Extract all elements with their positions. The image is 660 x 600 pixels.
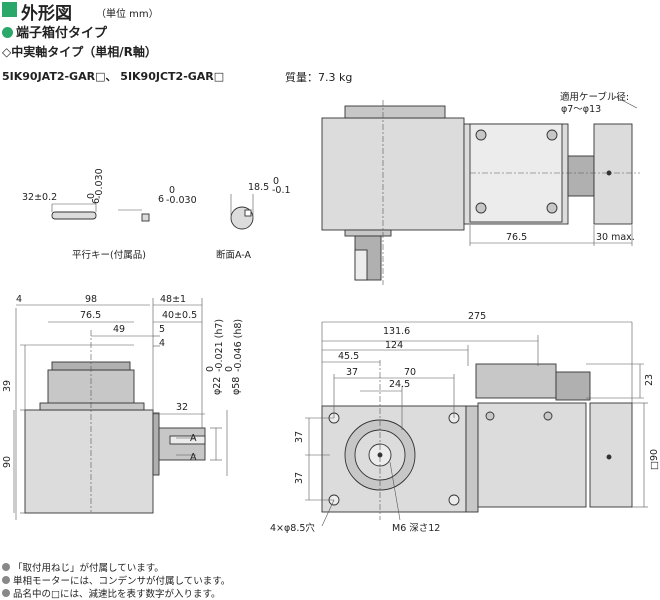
dim-70: 70 — [404, 367, 416, 378]
svg-text:0: 0 — [205, 366, 216, 372]
note-item: 「取付用ねじ」が付属しています。 — [2, 560, 164, 574]
title-marker — [2, 2, 17, 17]
dim-48: 48±1 — [160, 294, 186, 305]
dim-32-key: 32±0.2 — [22, 192, 57, 203]
svg-text:-0.046 (h8): -0.046 (h8) — [233, 319, 244, 372]
dim-131-6: 131.6 — [383, 326, 410, 337]
cable-label: 適用ケーブル径: — [560, 91, 629, 103]
svg-text:0: 0 — [86, 193, 97, 199]
dim-18-5: 18.5 — [248, 182, 269, 193]
bullet-icon — [2, 576, 10, 584]
dim-square-90: □90 — [649, 449, 660, 470]
dim-4b: 4 — [159, 338, 165, 349]
dim-275: 275 — [468, 311, 486, 322]
dim-32b: 32 — [176, 402, 188, 413]
section-heading: 端子箱付タイプ — [2, 22, 107, 41]
note-item: 単相モーターには、コンデンサが付属しています。 — [2, 573, 230, 587]
section-mark-a-bottom: A — [190, 452, 197, 463]
bullet-icon — [2, 27, 13, 38]
section-caption: 断面A-A — [216, 249, 252, 261]
key-drawing — [51, 194, 254, 230]
dim-124: 124 — [385, 340, 403, 351]
dim-90: 90 — [2, 456, 13, 468]
page-title: 外形図 — [21, 4, 72, 24]
front-view-right — [305, 321, 648, 527]
dim-5: 5 — [159, 324, 165, 335]
dim-23: 23 — [644, 374, 655, 386]
holes-label: 4×φ8.5穴 — [270, 522, 315, 534]
dim-45-5: 45.5 — [338, 351, 359, 362]
dim-37-lower: 37 — [294, 472, 305, 484]
dim-76-5: 76.5 — [80, 310, 101, 321]
dim-37: 37 — [346, 367, 358, 378]
dim-49: 49 — [113, 324, 125, 335]
svg-text:-0.1: -0.1 — [272, 185, 291, 196]
svg-text:-0.030: -0.030 — [166, 195, 197, 206]
svg-text:-0.021 (h7): -0.021 (h7) — [214, 319, 225, 372]
key-caption: 平行キー(付属品) — [72, 249, 146, 261]
front-view-left — [13, 298, 228, 520]
section-mark-a-top: A — [190, 433, 197, 444]
dim-76-5-top: 76.5 — [506, 232, 527, 243]
dim-98: 98 — [85, 294, 97, 305]
dim-30max: 30 max. — [596, 232, 635, 243]
cable-range-label: φ7～φ13 — [561, 104, 601, 115]
unit-label: （単位 mm） — [96, 9, 159, 20]
bullet-icon — [2, 563, 10, 571]
tap-label: M6 深さ12 — [392, 523, 440, 534]
dim-phi22: φ22 — [212, 377, 223, 395]
model-names: 5IK90JAT2-GAR□、 5IK90JCT2-GAR□ — [2, 70, 225, 83]
side-view-top — [321, 95, 640, 285]
dim-39: 39 — [2, 380, 13, 392]
dim-24-5: 24.5 — [389, 379, 410, 390]
note-item: 品名中の□には、減速比を表す数字が入ります。 — [2, 586, 221, 600]
dim-40: 40±0.5 — [162, 310, 197, 321]
dim-6-key-width: 6 — [158, 194, 164, 205]
svg-text:0: 0 — [224, 366, 235, 372]
dim-6-key-height: 6 — [91, 198, 102, 204]
dim-37-upper: 37 — [294, 431, 305, 443]
svg-text:-0.030: -0.030 — [94, 168, 105, 199]
type-heading: ◇中実軸タイプ（単相/R軸） — [2, 45, 157, 59]
svg-text:0: 0 — [169, 185, 175, 196]
svg-text:0: 0 — [273, 176, 279, 187]
bullet-icon — [2, 589, 10, 597]
dim-4: 4 — [16, 294, 22, 305]
dim-phi58: φ58 — [231, 377, 242, 395]
mass-label: 質量：7.3 kg — [285, 71, 353, 84]
